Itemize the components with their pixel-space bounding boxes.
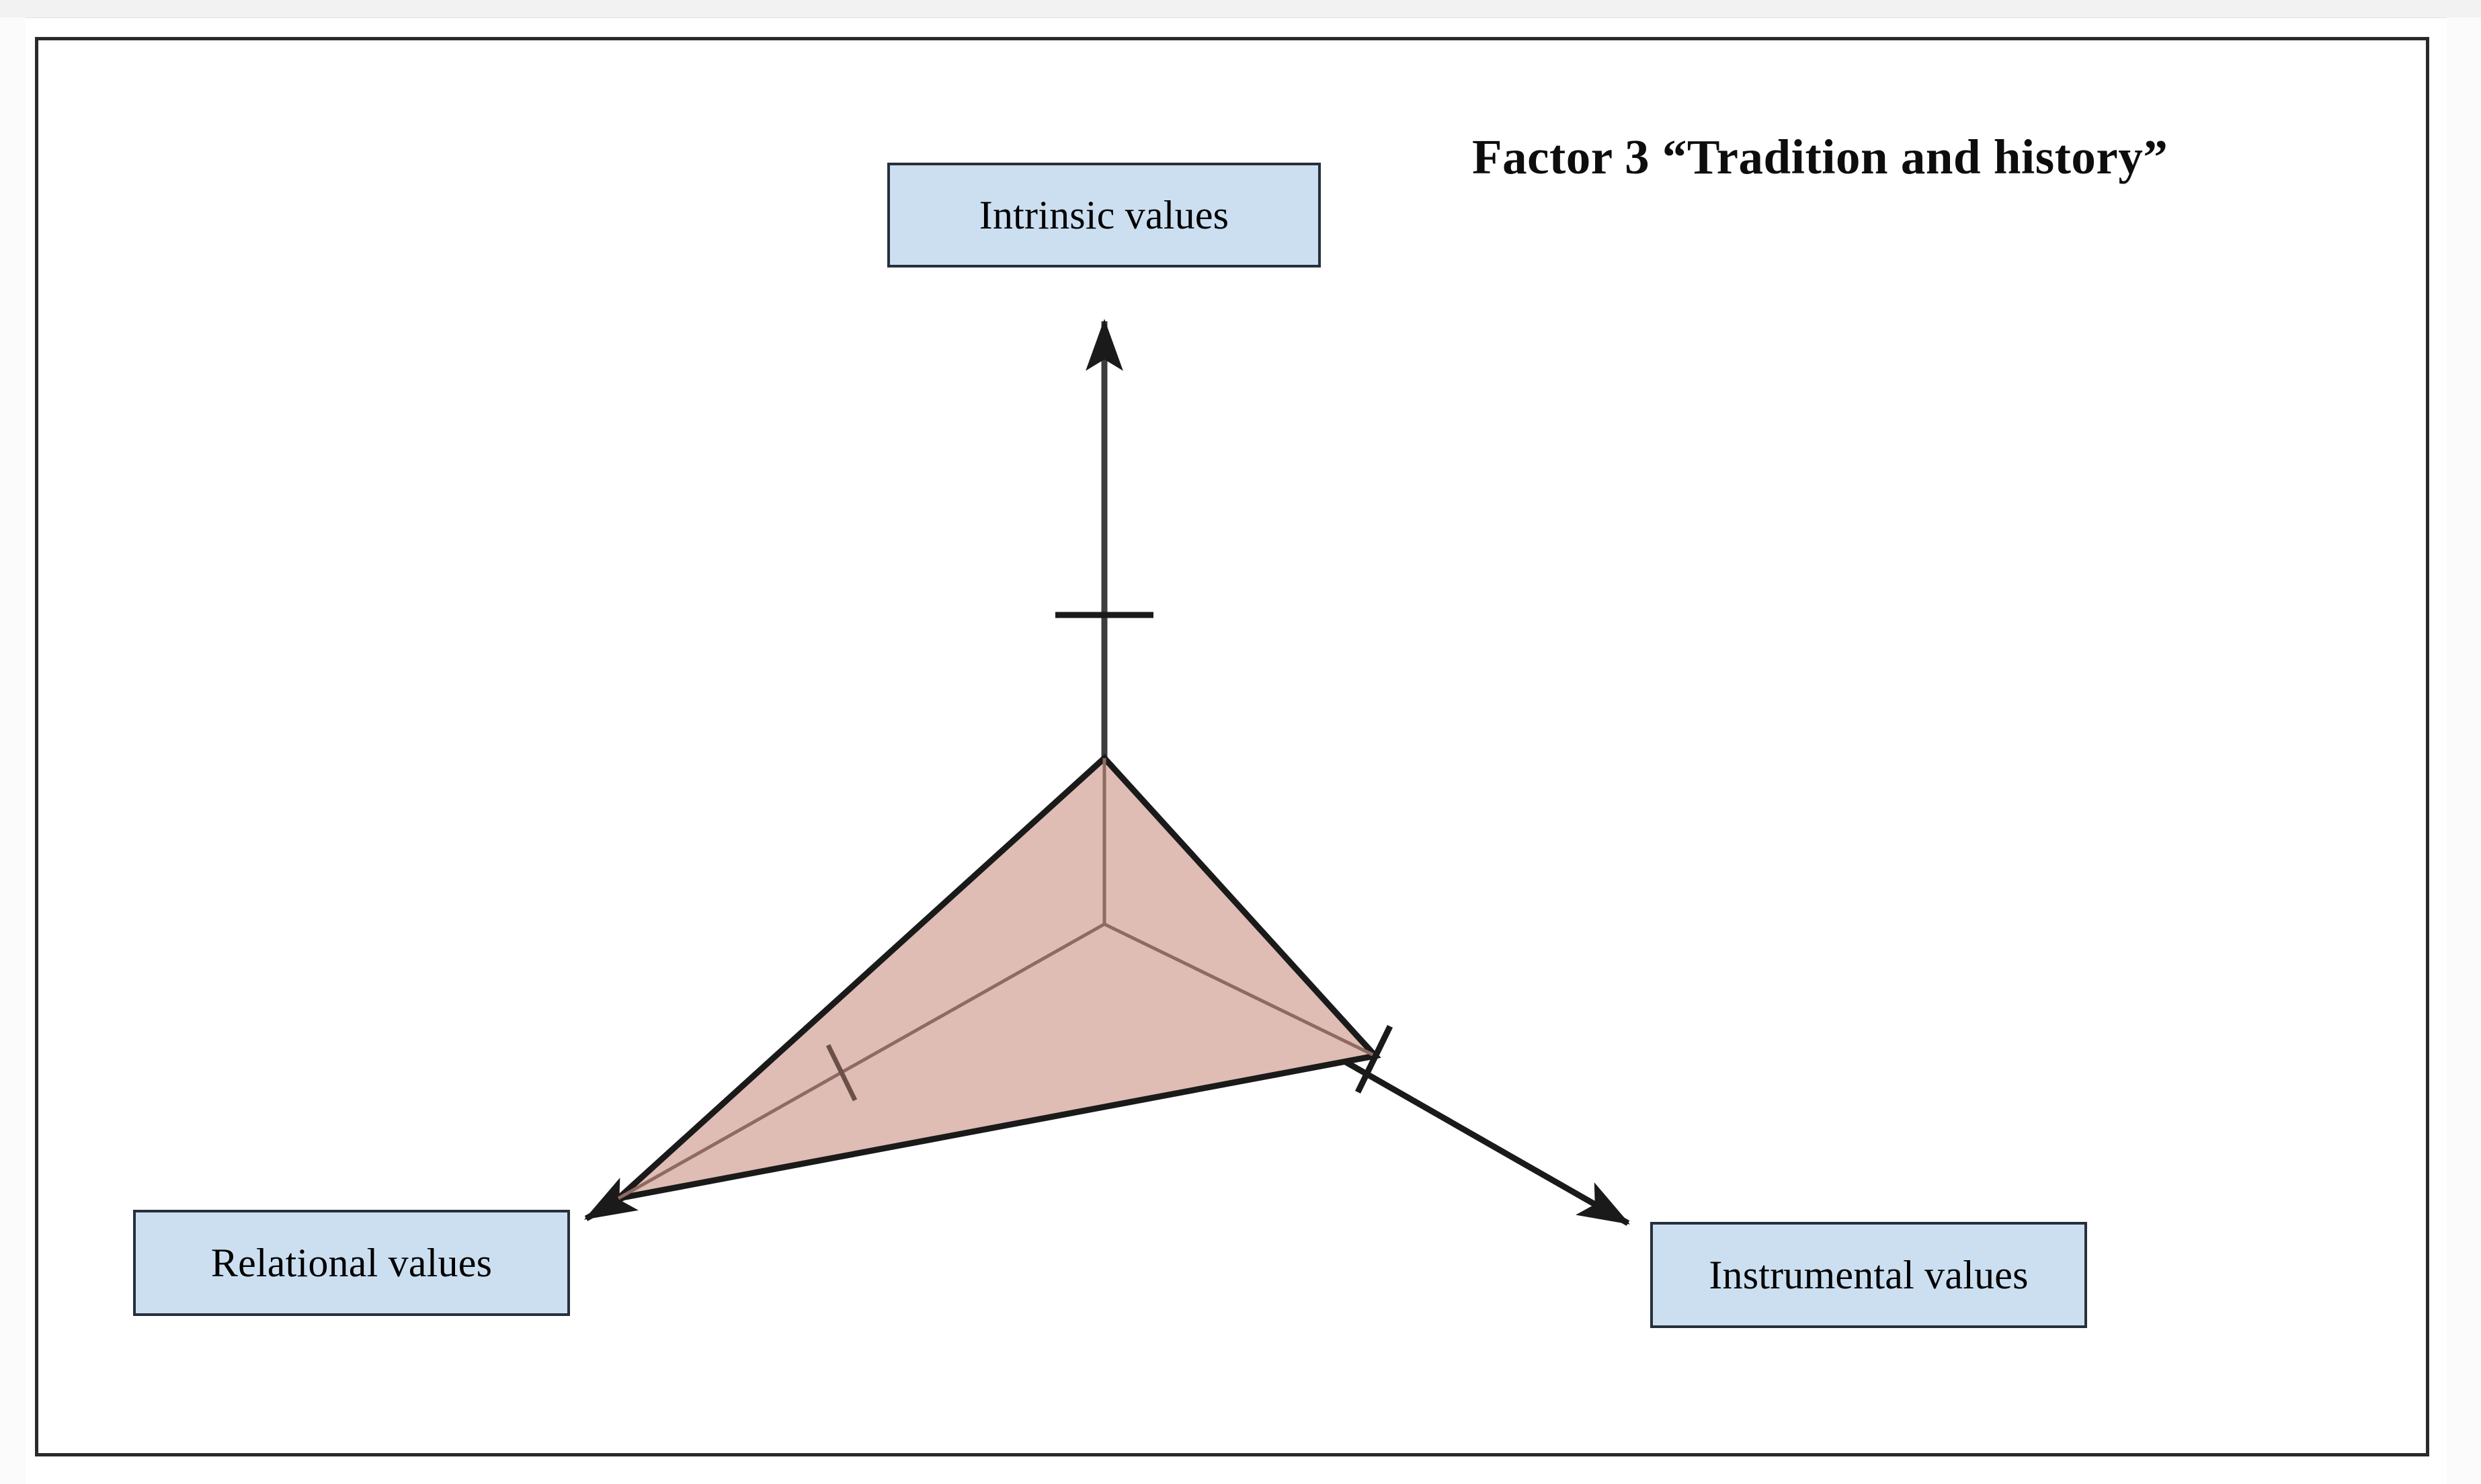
- spoke-relational: [617, 922, 1106, 1200]
- node-relational-values-label: Relational values: [210, 1240, 493, 1285]
- tick-instrumental: [1354, 1025, 1393, 1094]
- node-intrinsic-values-label: Intrinsic values: [979, 192, 1229, 237]
- tick-relational: [825, 1044, 858, 1102]
- data-polygon: [608, 753, 1381, 1204]
- axis-tick-marks: [825, 612, 1393, 1102]
- right-background-strip: [2447, 17, 2481, 1484]
- inner-spokes: [617, 758, 1377, 1200]
- node-instrumental-values-label: Instrumental values: [1709, 1252, 2029, 1297]
- node-relational-values[interactable]: Relational values: [133, 1210, 570, 1316]
- node-intrinsic-values[interactable]: Intrinsic values: [887, 163, 1321, 267]
- spoke-instrumental: [1103, 922, 1377, 1058]
- node-instrumental-values[interactable]: Instrumental values: [1650, 1222, 2087, 1328]
- top-background-band: [0, 0, 2481, 18]
- left-background-strip: [0, 17, 26, 1484]
- figure-title: Factor 3 “Tradition and history”: [1472, 130, 2168, 184]
